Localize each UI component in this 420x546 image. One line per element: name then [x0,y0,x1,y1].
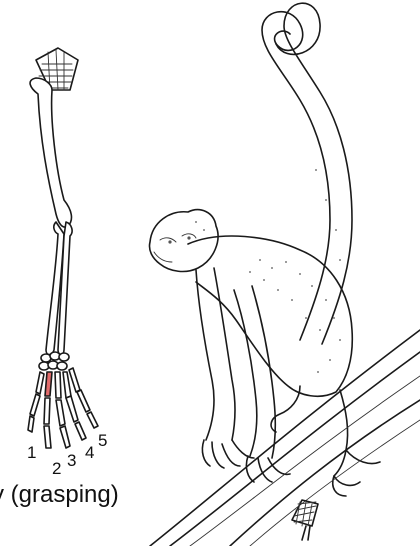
arm-skeleton: 1 2 3 4 5 y (grasping) [0,48,119,508]
humerus-bone [30,78,71,227]
monkey-tail [262,12,330,340]
monkey-head [149,210,218,272]
carpal-bones [39,352,69,370]
monkey-illustration [149,3,380,496]
tree-branch [150,330,420,546]
finger-phalanges [28,390,98,448]
digit-label-1: 1 [27,443,36,462]
monkey-right-arm [234,286,275,458]
fur-stippling [195,169,341,373]
highlighted-metacarpal [45,372,52,396]
digit-label-5: 5 [98,431,107,450]
caption-text: y (grasping) [0,481,119,508]
digit-label-4: 4 [85,443,94,462]
digit-label-2: 2 [52,459,61,478]
monkey-hind-leg [271,386,348,476]
metacarpal-bones [36,368,80,398]
cut-branch-fragment [292,500,318,540]
monkey-left-arm [196,268,235,440]
digit-label-3: 3 [67,451,76,470]
monkey-hind-foot [333,450,380,496]
